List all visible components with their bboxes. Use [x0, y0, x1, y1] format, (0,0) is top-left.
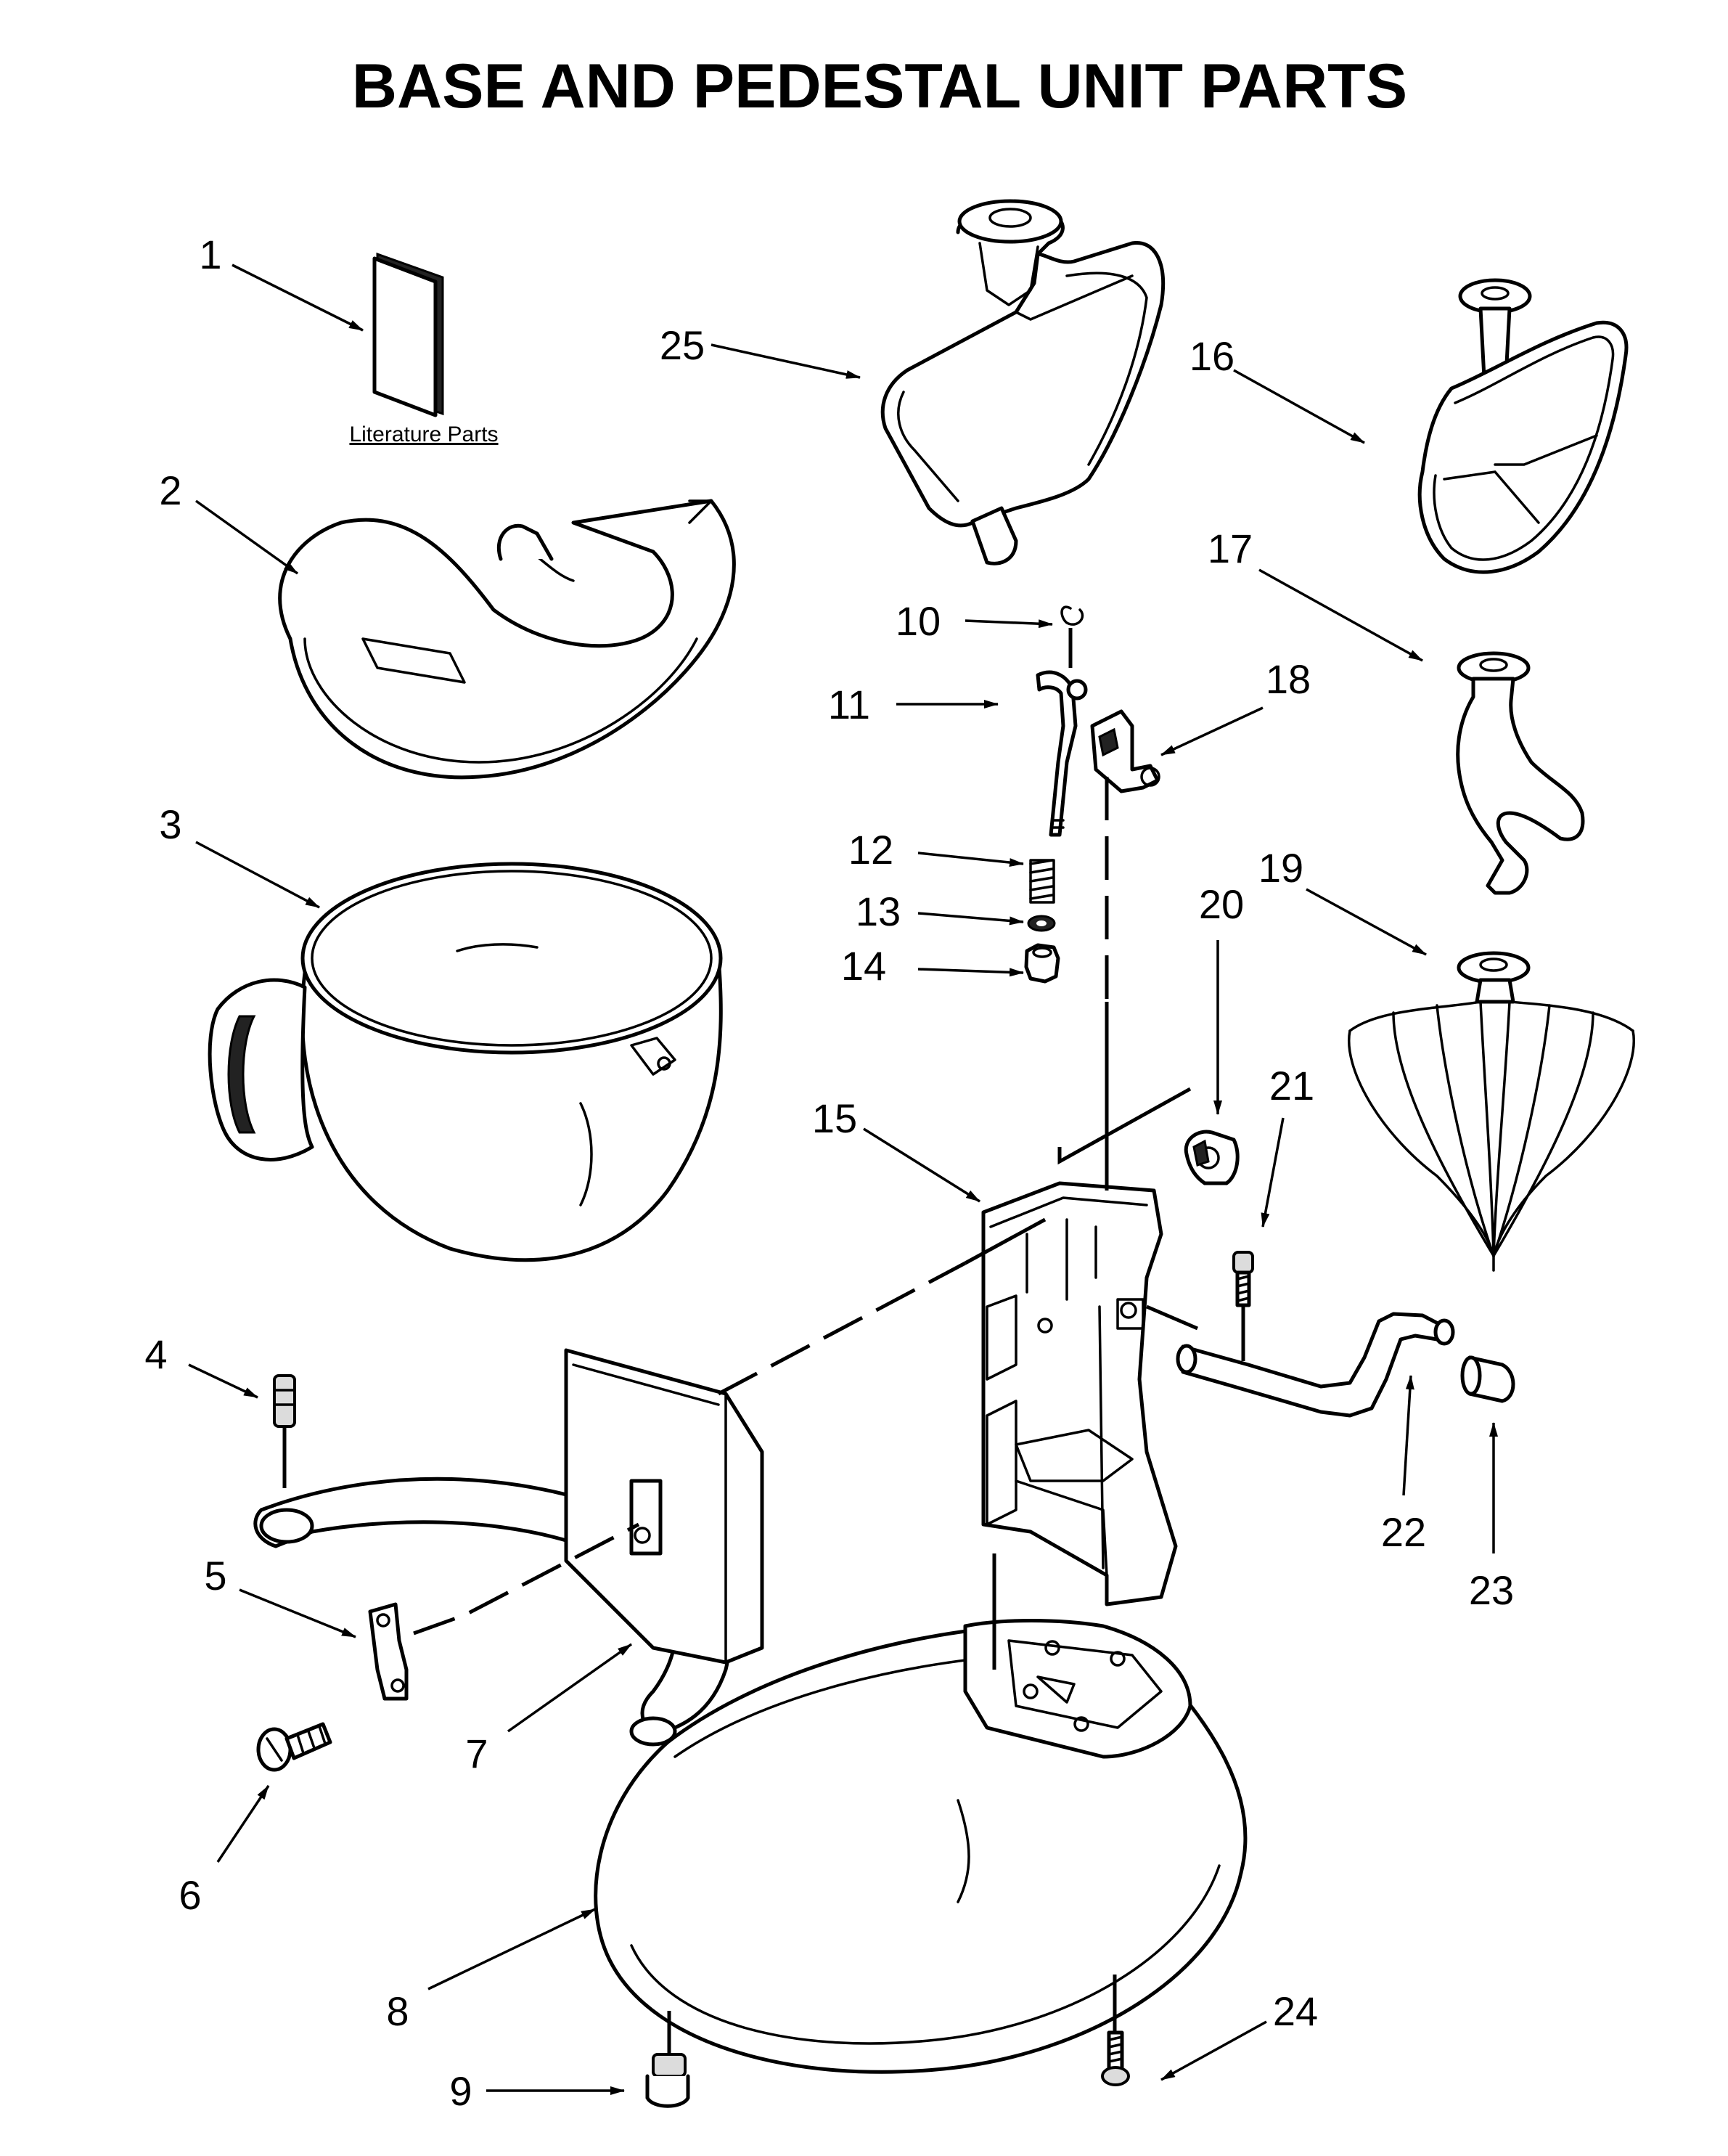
mixer-base — [594, 1619, 1248, 2074]
retaining-clip — [1060, 605, 1084, 668]
callout-4: 4 — [144, 1331, 167, 1377]
callout-24: 24 — [1273, 1988, 1318, 2034]
flex-edge-beater — [880, 199, 1166, 565]
callout-leaders — [188, 264, 1498, 2095]
locking-rod — [1036, 670, 1088, 837]
callout-16: 16 — [1189, 333, 1234, 379]
assembly-lines — [413, 777, 1198, 1670]
hex-nut — [1024, 943, 1060, 984]
dough-hook — [1456, 651, 1585, 895]
callout-20: 20 — [1199, 881, 1244, 927]
callout-6: 6 — [179, 1872, 201, 1918]
hand-crank — [1176, 1312, 1455, 1418]
callout-21: 21 — [1269, 1063, 1314, 1108]
mixing-bowl — [208, 862, 723, 1262]
callout-12: 12 — [848, 827, 893, 873]
crank-handle-cap — [1460, 1355, 1515, 1403]
callout-15: 15 — [812, 1095, 857, 1141]
bowl-clamp-bracket — [368, 1602, 409, 1701]
wire-whip — [1348, 951, 1635, 1272]
literature-parts-label: Literature Parts — [349, 422, 498, 446]
callout-2: 2 — [159, 467, 181, 513]
callout-5: 5 — [204, 1553, 226, 1598]
base-screw — [1101, 1975, 1130, 2086]
diagram-title: BASE AND PEDESTAL UNIT PARTS — [352, 52, 1407, 121]
callout-17: 17 — [1208, 526, 1253, 571]
set-screw — [1232, 1251, 1254, 1361]
locking-latch — [1090, 709, 1160, 793]
callout-18: 18 — [1266, 656, 1311, 702]
callout-9: 9 — [449, 2068, 472, 2114]
pedestal-column — [981, 1181, 1178, 1606]
bowl-support-arm — [253, 1348, 764, 1747]
callout-3: 3 — [159, 801, 181, 847]
callout-23: 23 — [1469, 1567, 1514, 1613]
callout-14: 14 — [841, 943, 886, 989]
callout-22: 22 — [1381, 1509, 1426, 1555]
callout-13: 13 — [856, 889, 901, 934]
slotted-screw — [256, 1722, 332, 1772]
callout-7: 7 — [465, 1731, 488, 1776]
flat-beater — [1417, 278, 1629, 574]
rubber-foot — [645, 2011, 690, 2108]
callout-11: 11 — [828, 682, 870, 727]
gear-bushing — [1184, 1130, 1240, 1185]
callout-8: 8 — [386, 1988, 409, 2034]
washer — [1027, 915, 1056, 932]
literature-booklet — [372, 252, 444, 417]
callout-1: 1 — [199, 232, 221, 277]
hinge-pin — [273, 1374, 296, 1488]
pouring-shield — [278, 499, 736, 780]
compression-spring — [1029, 859, 1055, 904]
callout-10: 10 — [896, 598, 941, 644]
callout-25: 25 — [660, 322, 705, 368]
callout-19: 19 — [1258, 845, 1303, 891]
